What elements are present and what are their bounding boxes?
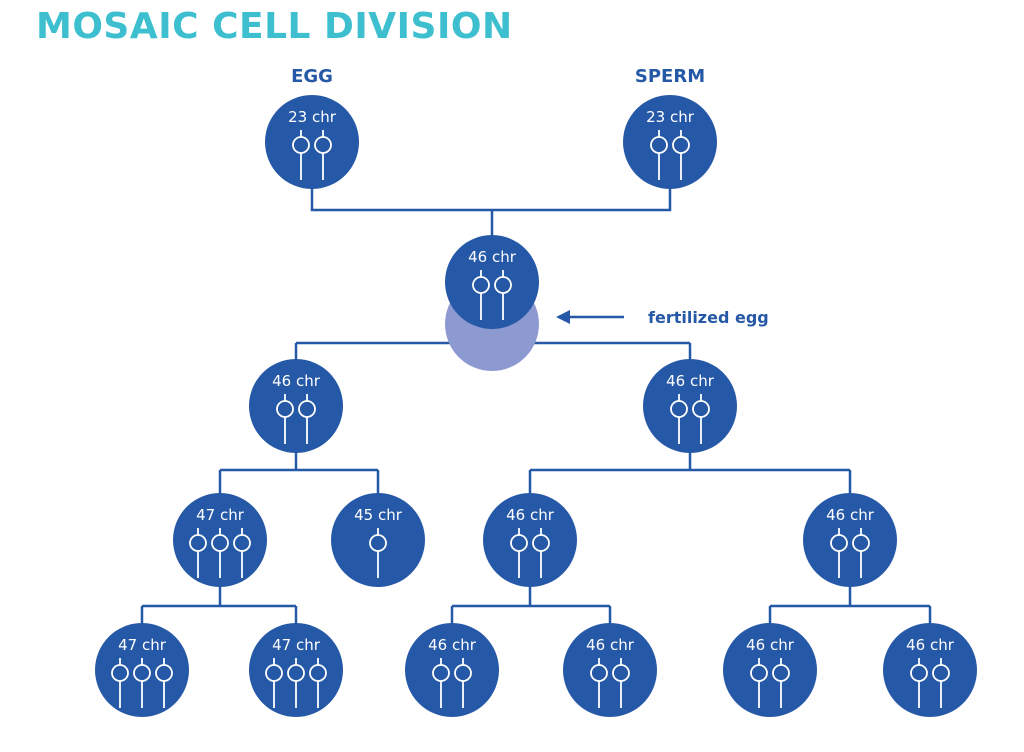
cell-chromosome-count: 45 chr [354,506,403,524]
chromosome-icon [432,658,450,708]
chromosome-icon [133,658,151,708]
cell-chromosome-count: 47 chr [272,636,321,654]
cell-sperm: 23 chr [623,95,717,189]
cell-g1-right: 46 chr [643,359,737,453]
chromosome-icon [287,658,305,708]
cell-circle [723,623,817,717]
labels-layer: EGG SPERM fertilized egg [291,66,769,327]
callout-label: fertilized egg [648,308,769,327]
chromosome-icon [265,658,283,708]
cell-circle [883,623,977,717]
chromosome-icon [276,394,294,444]
chromosome-icon [454,658,472,708]
cell-chromosome-count: 46 chr [272,372,321,390]
cell-circle [265,95,359,189]
chromosome-icon [111,658,129,708]
chromosome-icon [932,658,950,708]
cell-chromosome-count: 46 chr [428,636,477,654]
cell-g1-left: 46 chr [249,359,343,453]
cell-circle [803,493,897,587]
cell-chromosome-count: 46 chr [506,506,555,524]
cell-chromosome-count: 46 chr [746,636,795,654]
chromosome-icon [772,658,790,708]
cell-g2-a: 47 chr [173,493,267,587]
chromosome-icon [650,130,668,180]
cell-caption-sperm: SPERM [635,66,705,87]
chromosome-icon [314,130,332,180]
left-arrow-icon [556,310,624,324]
cell-circle [249,359,343,453]
cell-circle [405,623,499,717]
chromosome-icon [155,658,173,708]
cells-layer: 23 chr 23 chr 46 chr 46 chr 46 chr 47 chr 45 c… [95,95,977,717]
chromosome-icon [292,130,310,180]
cell-caption-egg: EGG [291,66,333,87]
cell-chromosome-count: 47 chr [196,506,245,524]
cell-g3-e: 46 chr [723,623,817,717]
cell-zygote: 46 chr [445,235,539,329]
chromosome-icon [590,658,608,708]
chromosome-icon [750,658,768,708]
cell-circle [563,623,657,717]
chromosome-icon [532,528,550,578]
cell-chromosome-count: 46 chr [906,636,955,654]
cell-chromosome-count: 46 chr [586,636,635,654]
chromosome-icon [494,270,512,320]
cell-circle [445,235,539,329]
cell-circle [623,95,717,189]
chromosome-icon [830,528,848,578]
cell-g3-d: 46 chr [563,623,657,717]
cell-chromosome-count: 23 chr [646,108,695,126]
chromosome-icon [910,658,928,708]
cell-circle [643,359,737,453]
page-title: MOSAIC CELL DIVISION [36,6,513,47]
cell-chromosome-count: 47 chr [118,636,167,654]
cell-g2-d: 46 chr [803,493,897,587]
cell-chromosome-count: 46 chr [468,248,517,266]
cell-circle [483,493,577,587]
cell-chromosome-count: 46 chr [826,506,875,524]
cell-g3-b: 47 chr [249,623,343,717]
cell-egg: 23 chr [265,95,359,189]
chromosome-icon [672,130,690,180]
chromosome-icon [189,528,207,578]
chromosome-icon [510,528,528,578]
chromosome-icon [369,528,387,578]
chromosome-icon [472,270,490,320]
chromosome-icon [692,394,710,444]
cell-chromosome-count: 23 chr [288,108,337,126]
chromosome-icon [298,394,316,444]
cell-g3-f: 46 chr [883,623,977,717]
chromosome-icon [670,394,688,444]
cell-g3-c: 46 chr [405,623,499,717]
chromosome-icon [309,658,327,708]
cell-g3-a: 47 chr [95,623,189,717]
chromosome-icon [233,528,251,578]
cell-chromosome-count: 46 chr [666,372,715,390]
cell-g2-c: 46 chr [483,493,577,587]
chromosome-icon [852,528,870,578]
cell-g2-b: 45 chr [331,493,425,587]
chromosome-icon [612,658,630,708]
chromosome-icon [211,528,229,578]
